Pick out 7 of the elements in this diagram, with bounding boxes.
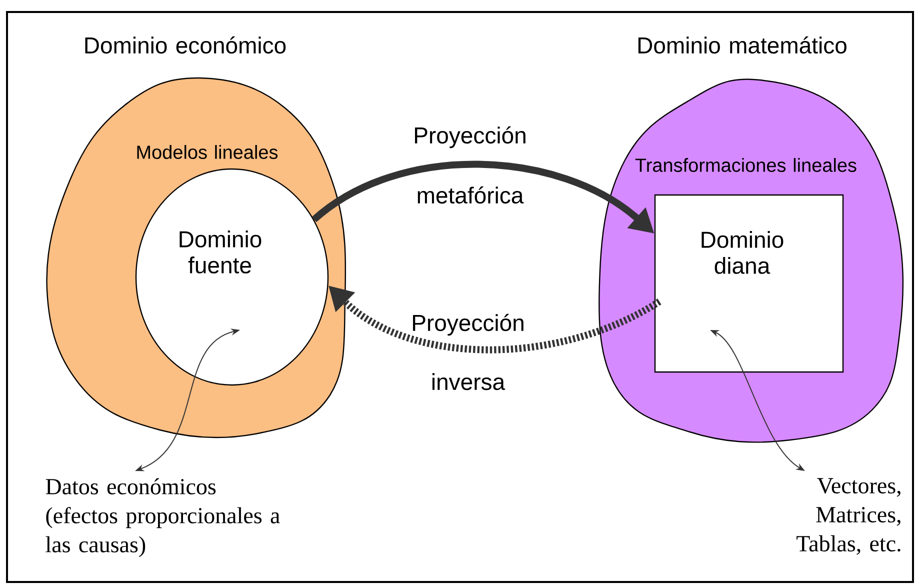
note-text: Datos económicos (efectos proporcionales a las causas)	[46, 478, 280, 558]
domain-heading: Dominio matemático	[638, 36, 846, 54]
note-text: Vectores, Matrices, Tablas, etc.	[796, 478, 900, 555]
edge-label: Proyección inversa	[413, 314, 524, 390]
domain-heading: Dominio económico	[85, 36, 286, 54]
target-box: Dominio diana	[654, 194, 844, 373]
edge-label: Proyección metafórica	[415, 126, 526, 204]
